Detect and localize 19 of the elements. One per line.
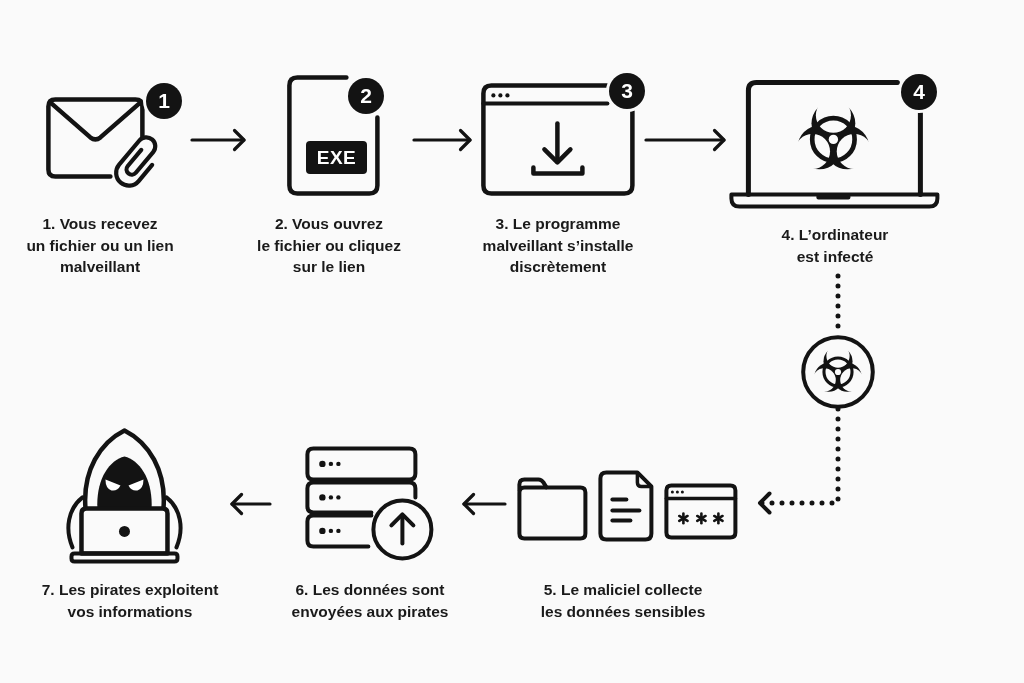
step-number-badge: 3 bbox=[609, 73, 645, 109]
step-caption: 1. Vous recevez un fichier ou un lien malveillant bbox=[26, 214, 174, 277]
arrow bbox=[644, 128, 726, 152]
step-number-badge: 2 bbox=[348, 78, 384, 114]
arrow bbox=[190, 128, 246, 152]
biohazard-icon bbox=[801, 335, 875, 409]
step-caption: 5. Le maliciel collecte les données sensibles bbox=[540, 580, 706, 622]
step-caption: 6. Les données sont envoyées aux pirates bbox=[291, 580, 449, 622]
step-caption: 3. Le programme malveillant s’installe discrètement bbox=[482, 214, 634, 277]
step-caption: 4. L’ordinateur est infecté bbox=[781, 225, 889, 267]
file-type-tag: EXE bbox=[306, 141, 367, 174]
step-number-badge: 4 bbox=[901, 74, 937, 110]
step-number-badge: 1 bbox=[146, 83, 182, 119]
step-caption: 2. Vous ouvrez le fichier ou cliquez sur le lien bbox=[257, 214, 401, 277]
dotted-arrow bbox=[757, 406, 841, 515]
arrow bbox=[462, 492, 507, 516]
step-caption: 7. Les pirates exploitent vos informations bbox=[41, 580, 219, 622]
arrow bbox=[230, 492, 272, 516]
arrow bbox=[412, 128, 472, 152]
